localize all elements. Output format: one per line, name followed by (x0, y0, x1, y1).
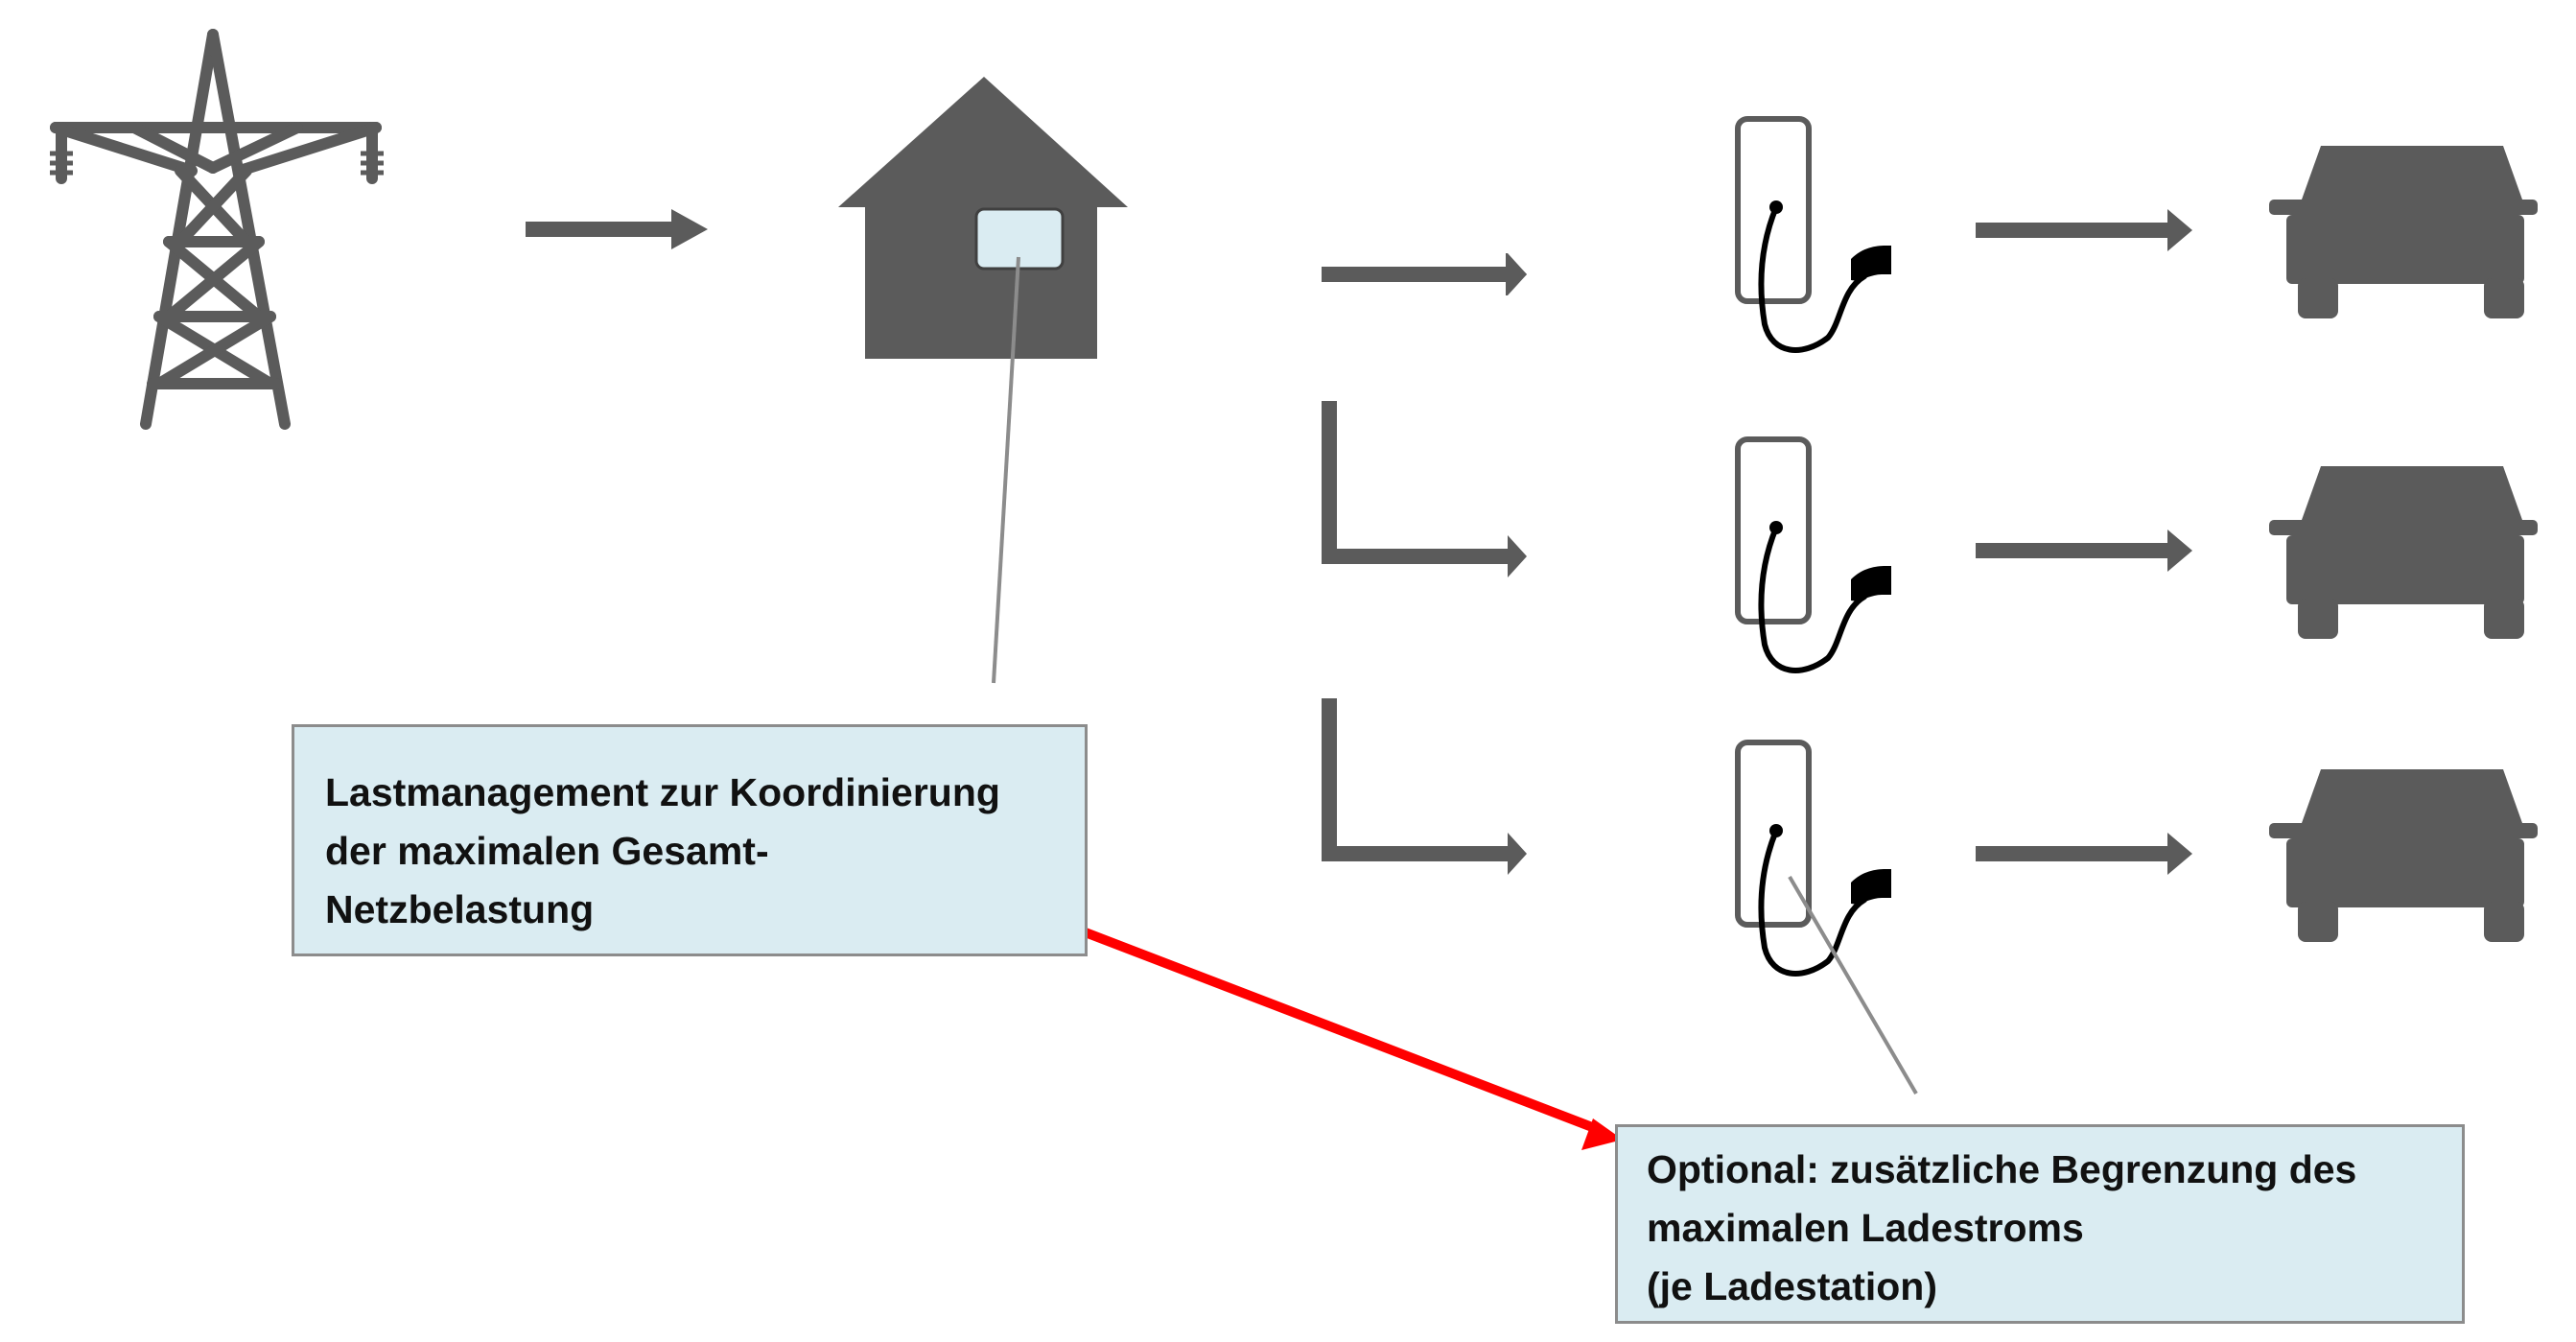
house-with-meter-icon (838, 77, 1128, 359)
optional-line-1: Optional: zusätzliche Begrenzung des (1647, 1147, 2357, 1191)
car-front-icon-1 (2269, 146, 2538, 318)
distribution-arrow-1 (1322, 253, 1527, 295)
wallbox-charging-station-icon-2 (1738, 439, 1891, 671)
distribution-arrows (1322, 253, 1527, 875)
car-front-icon-2 (2269, 466, 2538, 639)
optional-line-3: (je Ladestation) (1647, 1264, 1937, 1308)
optional-line-2: maximalen Ladestroms (1647, 1206, 2084, 1250)
optional-limit-callout: Optional: zusätzliche Begrenzung des max… (1615, 1124, 2465, 1324)
charger-to-car-arrows (1976, 209, 2192, 875)
lastmanagement-line-1: Lastmanagement zur Koordinierung (325, 770, 1000, 814)
charger-to-car-arrow-3 (1976, 833, 2192, 875)
charger-to-car-arrow-1 (1976, 209, 2192, 251)
power-pylon-icon (50, 35, 384, 424)
wallbox-charging-station-icon-1 (1738, 119, 1891, 350)
grid-to-house-arrow (526, 209, 708, 249)
meter-pointer-line (992, 256, 1020, 684)
coordination-double-arrow (997, 888, 1623, 1150)
charger-pointer-line (1788, 875, 1918, 1095)
wallbox-charging-station-icon-3 (1738, 742, 1891, 974)
lastmanagement-callout: Lastmanagement zur Koordinierung der max… (292, 724, 1088, 956)
lastmanagement-line-3: Netzbelastung (325, 887, 595, 931)
distribution-arrow-2 (1322, 401, 1527, 577)
car-front-icon-3 (2269, 769, 2538, 942)
distribution-arrow-1-head (1508, 253, 1527, 295)
distribution-arrow-3 (1322, 698, 1527, 875)
charger-to-car-arrow-2 (1976, 530, 2192, 572)
lastmanagement-line-2: der maximalen Gesamt- (325, 829, 769, 873)
